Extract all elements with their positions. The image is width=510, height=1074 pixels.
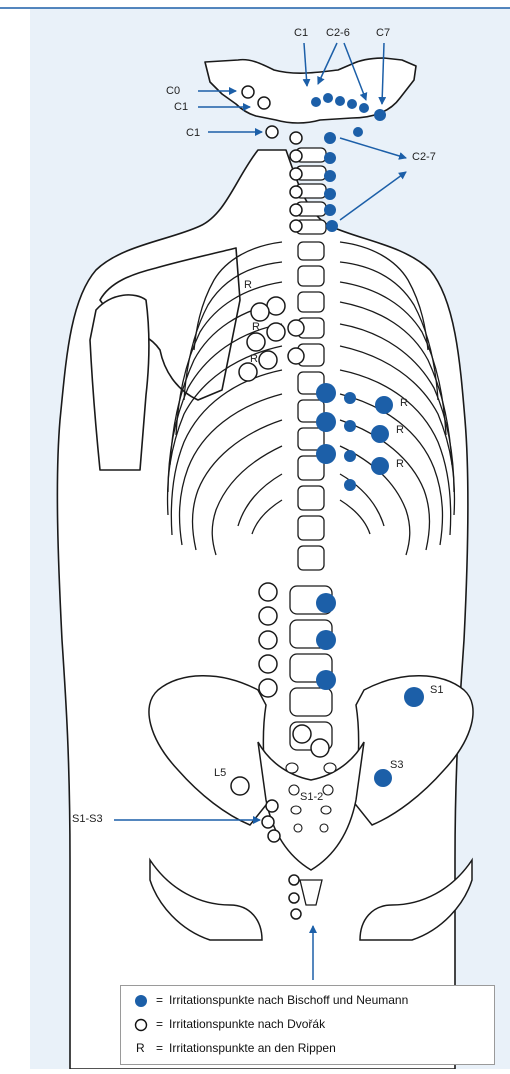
letter-r-symbol: R (136, 1041, 150, 1055)
label-s3: S3 (390, 759, 403, 771)
filled-circle-icon (134, 994, 148, 1008)
legend-text: Irritationspunkte nach Dvořák (169, 1017, 325, 1031)
label-r-5: R (396, 424, 404, 436)
label-s1-2: S1-2 (300, 791, 323, 803)
label-c2-6: C2-6 (326, 27, 350, 39)
legend-equals: = (156, 993, 163, 1007)
open-circle-icon (134, 1018, 148, 1032)
label-r-1: R (244, 279, 252, 291)
label-r-3: R (250, 353, 258, 365)
label-c1-top: C1 (294, 27, 308, 39)
legend-equals: = (156, 1041, 163, 1055)
label-l5: L5 (214, 767, 226, 779)
label-s1: S1 (430, 684, 443, 696)
label-c0: C0 (166, 85, 180, 97)
legend-equals: = (156, 1017, 163, 1031)
label-r-2: R (252, 321, 260, 333)
upper-arm (90, 295, 149, 470)
legend-box: = Irritationspunkte nach Bischoff und Ne… (120, 985, 495, 1065)
label-s1-s3: S1-S3 (72, 813, 103, 825)
label-c1-left2: C1 (186, 127, 200, 139)
label-r-4: R (400, 397, 408, 409)
label-c7: C7 (376, 27, 390, 39)
legend-text: Irritationspunkte nach Bischoff und Neum… (169, 993, 408, 1007)
legend-text: Irritationspunkte an den Rippen (169, 1041, 336, 1055)
label-c2-7: C2-7 (412, 151, 436, 163)
label-r-6: R (396, 458, 404, 470)
label-c1-left: C1 (174, 101, 188, 113)
